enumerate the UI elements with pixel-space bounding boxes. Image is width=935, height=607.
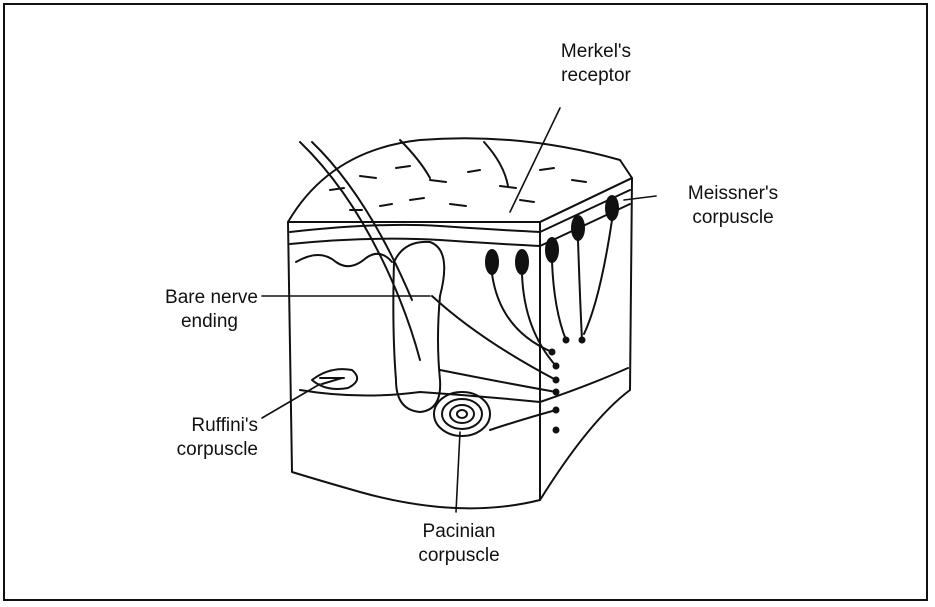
nerve-terminal: [554, 408, 559, 413]
nerve-terminal: [554, 364, 559, 369]
ruffini-label-line-1: Ruffini's: [140, 414, 258, 438]
nerve-terminal: [564, 338, 569, 343]
meissner-label-line-2: corpuscle: [668, 206, 798, 230]
meissner-leader-line: [624, 196, 656, 200]
hair-follicle: [393, 242, 444, 412]
hypodermis-boundary: [540, 368, 628, 402]
nerve-fiber: [490, 410, 556, 430]
pacinian-label-line-2: corpuscle: [394, 544, 524, 568]
bare-nerve-label-line-1: Bare nerve: [120, 286, 258, 310]
ruffini-corpuscle-shape: [312, 369, 357, 389]
pacinian-label-line-1: Pacinian: [394, 520, 524, 544]
dermis-boundary: [296, 254, 392, 266]
nerve-terminal: [554, 378, 559, 383]
bare-nerve-ending-label: Bare nerve ending: [120, 286, 258, 334]
nerve-terminal: [550, 350, 555, 355]
merkel-label-line-1: Merkel's: [536, 40, 656, 64]
nerve-fiber: [552, 262, 566, 340]
meissner-corpuscle-shape: [486, 250, 498, 274]
meissner-corpuscle-shape: [516, 250, 528, 274]
pacinian-leader-line: [456, 432, 460, 512]
meissner-label-line-1: Meissner's: [668, 182, 798, 206]
pacinian-corpuscle-shape: [442, 399, 482, 429]
nerve-fiber: [440, 370, 556, 392]
nerve-terminal: [580, 338, 585, 343]
nerve-fiber: [584, 220, 612, 334]
meissner-corpuscle-shape: [546, 238, 558, 262]
ruffini-corpuscle-shape: [320, 378, 344, 384]
meissner-corpuscle-shape: [572, 216, 584, 240]
epidermis-layer: [290, 225, 540, 232]
pacinian-corpuscle-shape: [457, 410, 467, 418]
merkel-receptor-label: Merkel's receptor: [536, 40, 656, 88]
ruffini-corpuscle-label: Ruffini's corpuscle: [140, 414, 258, 462]
pacinian-corpuscle-shape: [450, 405, 474, 423]
skin-block-top-face: [288, 138, 632, 222]
hypodermis-boundary: [300, 390, 540, 402]
merkel-label-line-2: receptor: [536, 64, 656, 88]
nerve-terminal: [554, 428, 559, 433]
meissner-corpuscle-shape: [606, 196, 618, 220]
nerve-fiber: [578, 240, 582, 340]
pacinian-corpuscle-label: Pacinian corpuscle: [394, 520, 524, 568]
nerve-terminal: [554, 390, 559, 395]
meissner-corpuscle-label: Meissner's corpuscle: [668, 182, 798, 230]
bare-nerve-label-line-2: ending: [120, 310, 258, 334]
skin-block-front-face: [288, 222, 540, 508]
ruffini-label-line-2: corpuscle: [140, 438, 258, 462]
